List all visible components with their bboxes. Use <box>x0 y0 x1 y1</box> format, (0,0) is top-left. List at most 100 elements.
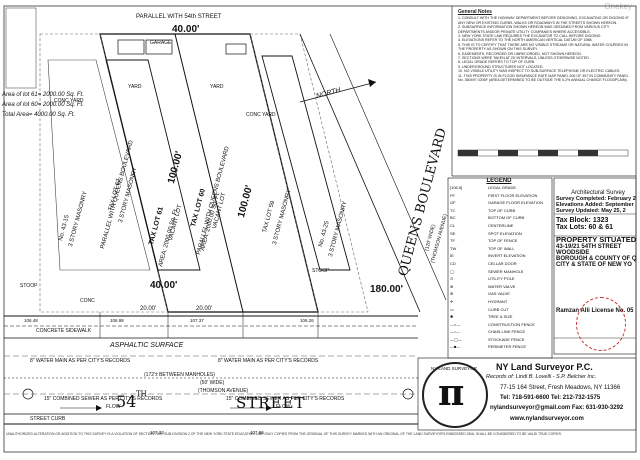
legend-row: —○—CHAIN LINK FENCE <box>448 329 550 337</box>
side-dimension: 180.00' <box>370 284 403 295</box>
legend-row: ◯SEWER MANHOLE <box>448 269 550 277</box>
legend-label: SPOT ELEVATION <box>488 230 522 236</box>
note-item: 10. NO VISIBLE UTILITY WAS INSPECT TO SU… <box>458 69 621 74</box>
elevation-c: 107.37 <box>190 318 204 323</box>
top-dimension: 40.00' <box>172 24 200 35</box>
elevation-d: 106.26 <box>300 318 314 323</box>
area-lot60: Area of lot 60= 2000.00 Sq. Ft. <box>2 102 84 108</box>
surveyor-name: Ramzan Alli <box>556 308 590 314</box>
legend-symbol: ✱ <box>450 314 454 320</box>
legend-symbol: FF <box>450 192 455 198</box>
tax-lots: Tax Lots: 60 & 61 <box>556 224 614 231</box>
area-total: Total Area= 4000.00 Sq. Ft. <box>2 112 76 118</box>
legend-symbol: TC <box>450 207 456 213</box>
legend-symbol: ⊗ <box>450 283 454 289</box>
legend-symbol: [106.5] <box>450 185 463 190</box>
property-city: CITY & STATE OF NEW YO <box>556 262 632 268</box>
note-item: 6. EASEMENTS, RECORDED OR UNRECORDED, NO… <box>458 51 582 56</box>
stoop-label-right: STOOP <box>312 268 330 274</box>
legend-row: IE INVERT ELEVATION <box>448 253 550 261</box>
area-lot61: Area of lot 61= 2000.00 Sq. Ft. <box>2 92 84 98</box>
legend-symbol: TF <box>450 238 455 244</box>
survey-info: Architectural Survey Survey Completed: F… <box>556 190 640 314</box>
elevation-b: 106.98 <box>110 318 124 323</box>
street-curb-label: STREET CURB <box>30 416 66 422</box>
survey-type: Architectural Survey <box>571 190 625 196</box>
legend-row: TF TOP OF FENCE <box>448 238 550 246</box>
legend-label: TOP OF FENCE <box>488 238 518 244</box>
elevation-f: 107.86 <box>250 430 264 435</box>
general-notes: General Notes 1. CONSULT WITH THE HIGHWA… <box>458 9 634 83</box>
note-item: 3. NEW YORK STATE LAW REQUIRES THE EXCAV… <box>458 34 602 39</box>
conc-yard-label: CONC YARD <box>246 112 276 118</box>
note-item: 2. SUBSURFACE INFORMATION SHOWN HEREON W… <box>458 25 610 34</box>
sewer-label-left: 15" COMBINED SEWER AS PER CITY'S RECORDS <box>44 396 163 402</box>
legend-row: ⊗ WATER VALVE <box>448 284 550 292</box>
elevation-e: 107.33 <box>150 430 164 435</box>
stoop-label: STOOP <box>20 283 38 289</box>
footer-disclaimer: UNAUTHORIZED ALTERATION OR ADDITION TO T… <box>6 432 562 436</box>
company-telephone: Tel: 718-591-6600 Tel: 212-732-1575 <box>500 395 601 401</box>
garage-label: GARAGE <box>150 40 172 46</box>
legend-symbol: CL <box>450 222 456 228</box>
tax-block: Tax Block: 1323 <box>556 217 609 224</box>
thomson-label: (THOMSON AVENUE) <box>198 388 249 394</box>
street-name: STREET <box>236 394 306 412</box>
legend-label: CHAIN LINK FENCE <box>488 329 526 335</box>
legend-label: STOCKADE FENCE <box>488 336 525 342</box>
sewer-label-right: 15" COMBINED SEWER AS PER CITY'S RECORDS <box>226 396 345 402</box>
yard-label-1: YARD <box>128 84 142 90</box>
legend-symbol: IE <box>450 253 454 259</box>
legend-symbol: CD <box>450 260 456 266</box>
legend-label: TOP OF CURB <box>488 207 516 213</box>
yard-label-2: YARD <box>210 84 224 90</box>
company-address: 77-15 164 Street, Fresh Meadows, NY 1136… <box>500 385 621 391</box>
legend-row: [106.5] LEGAL GRADE <box>448 185 550 193</box>
conc-label: CONC <box>80 298 95 304</box>
property-locality: WOODSIDE <box>556 250 590 256</box>
note-item: 11. THIS PROPERTY IS IN FLOOD INSURANCE … <box>458 73 629 83</box>
note-item: 8. LEGAL GRADE REFERS TO TOP OF CURB. <box>458 60 536 65</box>
legend-label: UTILITY POLE <box>488 276 515 282</box>
note-item: 4. ELEVATIONS REFER TO THE NORTH AMERICA… <box>458 38 593 43</box>
bottom-dim-right: 20.00' <box>196 306 213 312</box>
property-address: 43-19/21 54TH STREET <box>556 244 622 250</box>
legend-symbol: —×— <box>450 321 461 327</box>
legend-row: ▭CURB CUT <box>448 307 550 315</box>
top-parallel-label: PARALLEL WITH 54th STREET <box>136 14 222 20</box>
property-situated: PROPERTY SITUATED <box>556 235 637 244</box>
legend-symbol: GF <box>450 200 456 206</box>
note-item: 9. UNDERGROUND STRUCTURES NOT LOCATED. <box>458 64 544 69</box>
legend-label: FIRST FLOOR ELEVATION <box>488 192 538 198</box>
survey-updated: Survey Updated: May 25, 2 <box>556 208 626 214</box>
company-logo-icon: π NY LAND SURVEYOR <box>422 362 488 428</box>
legend-row: —×— CONSTRUCTION FENCE <box>448 322 550 330</box>
company-email: nylandsurveyor@gmail.com Fax: 631-930-32… <box>490 405 624 411</box>
legend-row: ⊕GAS VALVE <box>448 291 550 299</box>
company-records: Records of: Lindi B. Lovelli - S.P. Belc… <box>486 374 597 380</box>
elevation-a: 106.48 <box>24 318 38 323</box>
logo-text: NY LAND SURVEYOR <box>431 366 477 371</box>
street-54-number: 54 <box>116 392 137 411</box>
legend-row: —■—PERIMETER FENCE <box>448 344 550 352</box>
legend-row: FF FIRST FLOOR ELEVATION <box>448 193 550 201</box>
legend-label: INVERT ELEVATION <box>488 253 526 259</box>
between-manholes-label: (172'± BETWEEN MANHOLES) <box>144 372 215 378</box>
street-width-label: (50' WIDE) <box>200 380 225 386</box>
water-main-label-right: 8" WATER MAIN AS PER CITY'S RECORDS <box>218 358 319 364</box>
legend-label: WATER VALVE <box>488 283 516 289</box>
legend-symbol: ⊕ <box>450 291 454 297</box>
bottom-dim-left: 20.00' <box>140 306 157 312</box>
legend-label: HYDRANT <box>488 298 508 304</box>
elevations-added: Elevations Added: September <box>556 202 634 208</box>
legend-row: ⊙UTILITY POLE <box>448 276 550 284</box>
legend-label: LEGAL GRADE <box>488 185 517 190</box>
legend-row: —▢—STOCKADE FENCE <box>448 337 550 345</box>
legend-label: CONSTRUCTION FENCE <box>488 321 535 327</box>
legend-label: TREE & SIZE <box>488 314 513 320</box>
